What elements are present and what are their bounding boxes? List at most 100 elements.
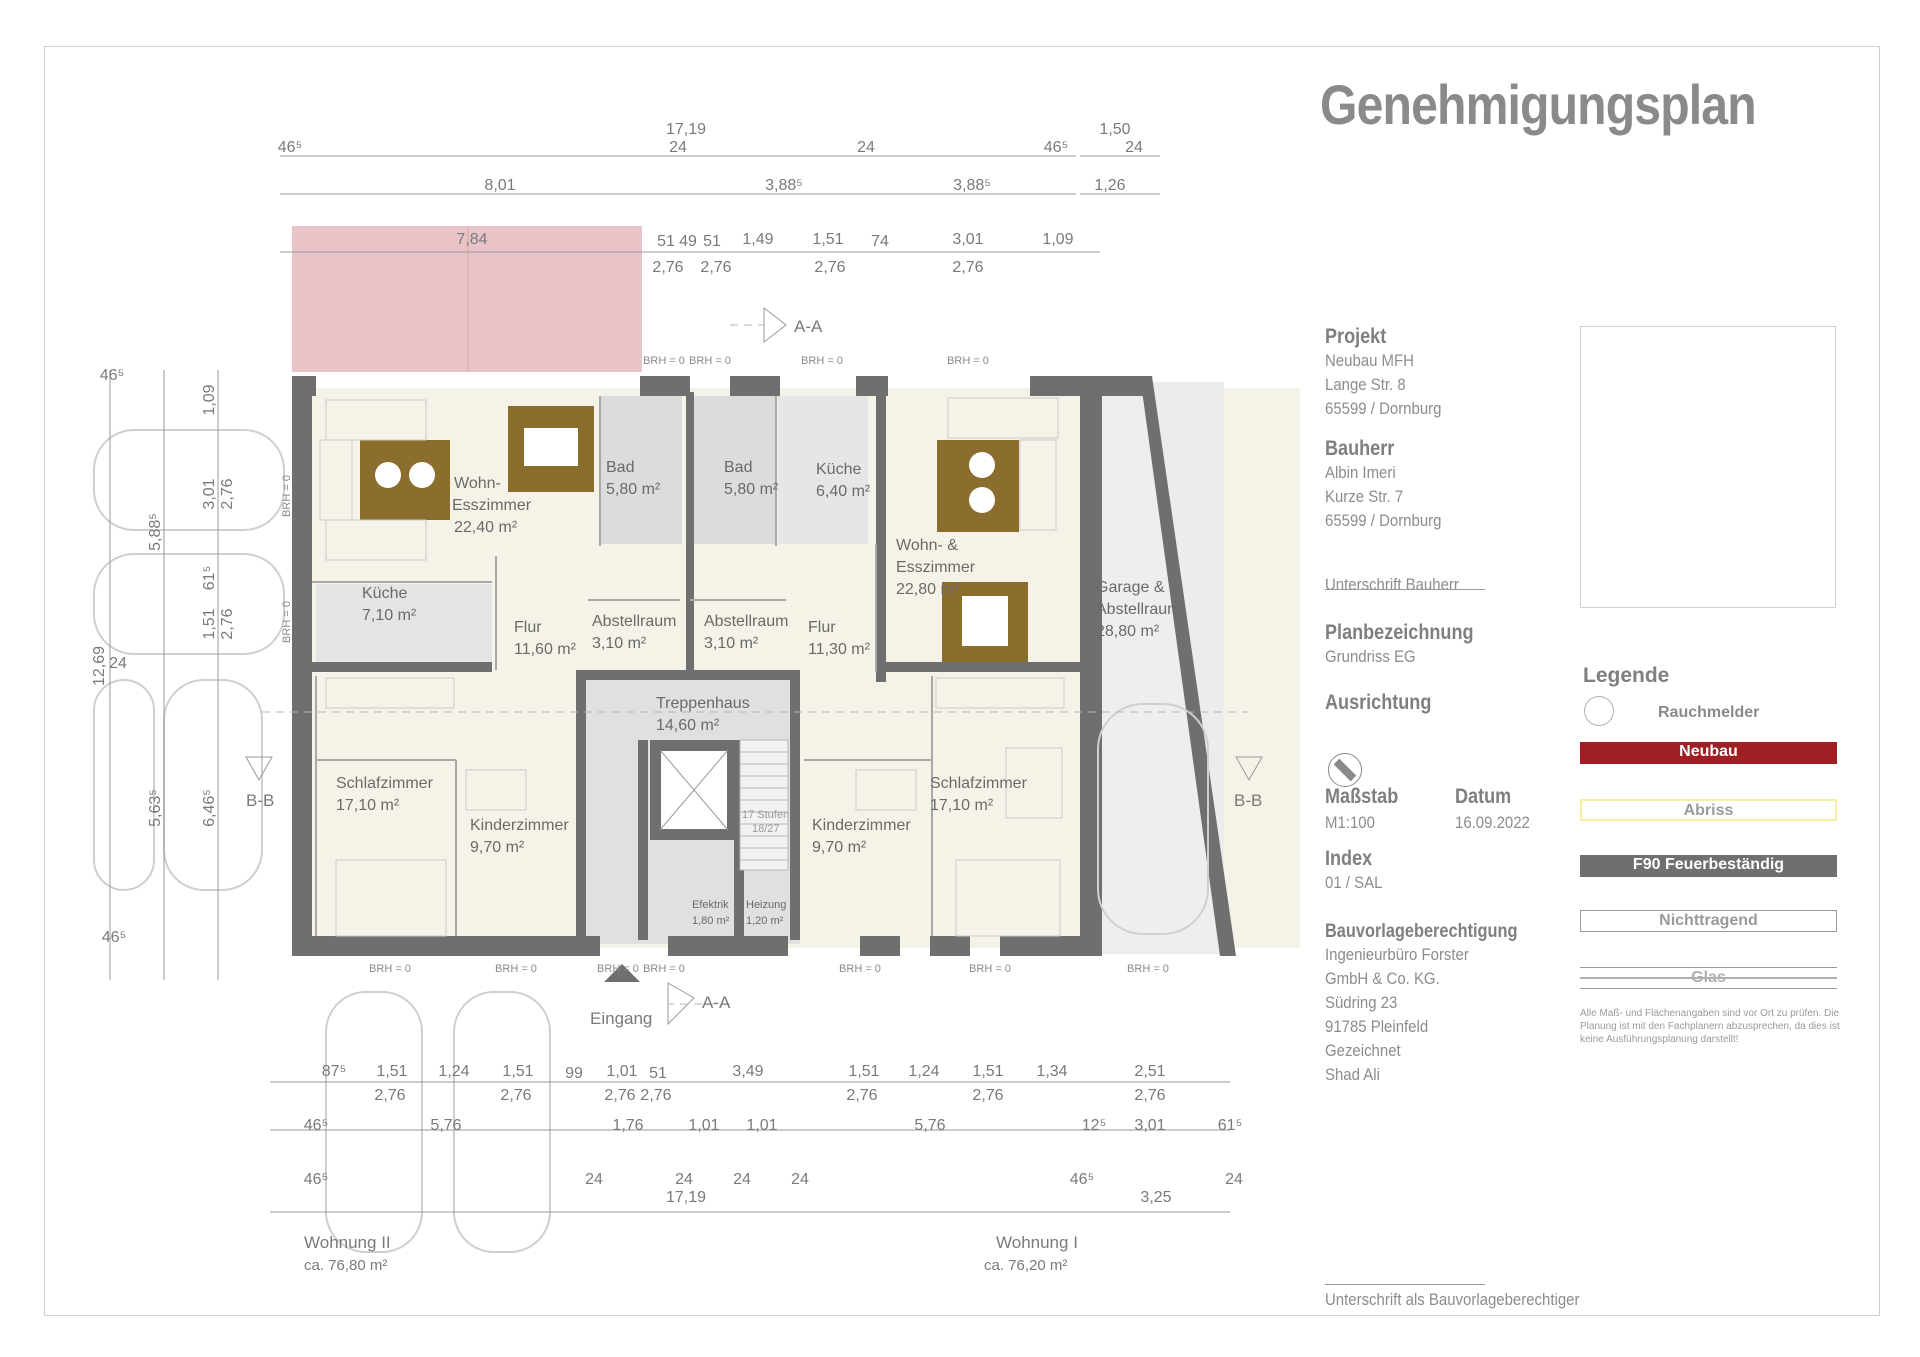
dim-bot-r3-1: 24 — [585, 1171, 603, 1188]
room-name: Efektrik — [692, 899, 729, 911]
brh-label: BRH = 0 — [369, 963, 411, 975]
dim-left-7: 2,76 — [219, 608, 236, 639]
brh-label: BRH = 0 — [643, 963, 685, 975]
room-name: Esszimmer — [896, 559, 976, 576]
project-line-2: Lange Str. 8 — [1325, 375, 1406, 394]
room-name: Küche — [362, 585, 407, 602]
dim-bot-r3-6: 24 — [1225, 1171, 1243, 1188]
dim-top-r2-0: 8,01 — [484, 177, 515, 194]
apartment2-area: ca. 76,80 m² — [304, 1257, 387, 1274]
legend-glass: Glas — [1580, 967, 1837, 989]
brh-label: BRH = 0 — [281, 475, 293, 517]
dim-bot-r2-4: 1,01 — [746, 1117, 777, 1134]
legend-heading: Legende — [1583, 664, 1670, 687]
dim-bot-r2-0: 46⁵ — [304, 1117, 328, 1134]
room-name: Schlafzimmer — [930, 775, 1028, 792]
section-bb-right: B-B — [1234, 791, 1262, 810]
dim-bot-r1-0: 87⁵ — [322, 1063, 346, 1080]
compass-icon — [1328, 753, 1362, 787]
project-heading: Projekt — [1325, 325, 1387, 348]
room-area: 14,60 m² — [656, 717, 720, 734]
room-name: Esszimmer — [452, 497, 532, 514]
client-line-3: 65599 / Dornburg — [1325, 511, 1442, 530]
furniture — [360, 406, 1028, 662]
room-area: 11,30 m² — [808, 641, 871, 658]
smoke-detector-icon — [1584, 696, 1614, 726]
legend-fire: F90 Feuerbeständig — [1580, 855, 1837, 877]
sheet-frame — [44, 46, 1880, 1316]
stairs — [739, 739, 789, 871]
dim-top-r1-1: 24 — [669, 139, 687, 156]
plan-heading: Planbezeichnung — [1325, 621, 1474, 644]
room-name: Abstellraum — [704, 613, 788, 630]
authority-signature-line — [1325, 1284, 1485, 1285]
dim-bottom-total: 17,19 — [666, 1189, 706, 1206]
project-line-1: Neubau MFH — [1325, 351, 1414, 370]
dim-top-r2-1: 3,88⁵ — [765, 177, 803, 194]
brh-label: BRH = 0 — [597, 963, 639, 975]
section-aa-bottom: A-A — [702, 993, 731, 1012]
dim-bot-r3-5: 46⁵ — [1070, 1171, 1094, 1188]
dim-bot-r1-10: 1,51 — [972, 1063, 1003, 1080]
dim-top-r3b-2: 2,76 — [814, 259, 845, 276]
legend-new: Neubau — [1580, 742, 1837, 764]
authority-line-5: Gezeichnet — [1325, 1041, 1401, 1060]
index-value: 01 / SAL — [1325, 873, 1383, 892]
dim-bot-r1-1: 1,51 — [376, 1063, 407, 1080]
dim-top-r2-3: 1,26 — [1094, 177, 1125, 194]
dim-top-r1-4: 24 — [1125, 139, 1143, 156]
room-area: 9,70 m² — [812, 839, 867, 856]
dim-left-8: 12,69 — [91, 646, 108, 686]
room-name: Heizung — [746, 899, 786, 911]
room-area: 5,80 m² — [724, 481, 779, 498]
authority-line-2: GmbH & Co. KG. — [1325, 969, 1440, 988]
dim-top-r3-1: 49 — [679, 233, 697, 250]
room-area: 17,10 m² — [336, 797, 400, 814]
dim-bot-r3-2: 24 — [675, 1171, 693, 1188]
terrace-area — [292, 226, 642, 372]
garage-floor — [1082, 378, 1232, 950]
dim-top-r3-4: 1,51 — [812, 231, 843, 248]
room-name: Abstellraum — [592, 613, 676, 630]
dim-bot-r2-7: 3,01 — [1134, 1117, 1165, 1134]
dim-bot-r1b-2: 2,76 — [604, 1087, 635, 1104]
dim-left-2: 3,01 — [201, 478, 218, 509]
room-area: 1,80 m² — [692, 915, 730, 927]
dim-bot-r3-4: 24 — [791, 1171, 809, 1188]
date-heading: Datum — [1455, 785, 1512, 808]
client-heading: Bauherr — [1325, 437, 1395, 460]
dim-left-1: 1,09 — [201, 384, 218, 415]
plan-value: Grundriss EG — [1325, 647, 1416, 666]
room-name: Kinderzimmer — [812, 817, 911, 834]
dim-left-10: 5,63⁵ — [147, 789, 164, 827]
room-area: 1,20 m² — [746, 915, 784, 927]
room-area: 5,80 m² — [606, 481, 661, 498]
room-name: Schlafzimmer — [336, 775, 434, 792]
legend-nonbearing: Nichttragend — [1580, 910, 1837, 932]
brh-label: BRH = 0 — [281, 601, 293, 643]
dim-bottom-right: 3,25 — [1140, 1189, 1171, 1206]
dim-top-r3-0: 51 — [657, 233, 675, 250]
room-area: 22,80 m² — [896, 581, 960, 598]
stairs-label: 17 Stufen — [742, 809, 789, 821]
apartment1-label: Wohnung I — [996, 1233, 1078, 1252]
room-name: Garage & — [1096, 579, 1165, 596]
room-area: 3,10 m² — [592, 635, 647, 652]
room-area: 11,60 m² — [514, 641, 577, 658]
dim-left-3: 2,76 — [219, 478, 236, 509]
brh-label: BRH = 0 — [689, 355, 731, 367]
dim-top-r3b-3: 2,76 — [952, 259, 983, 276]
dim-top-total: 17,19 — [666, 121, 706, 138]
dim-bot-r1-3: 1,51 — [502, 1063, 533, 1080]
authority-line-3: Südring 23 — [1325, 993, 1398, 1012]
brh-label: BRH = 0 — [839, 963, 881, 975]
entrance-label: Eingang — [590, 1009, 652, 1028]
dim-top-r3-6: 3,01 — [952, 231, 983, 248]
authority-line-1: Ingenieurbüro Forster — [1325, 945, 1469, 964]
section-aa-top: A-A — [794, 317, 823, 336]
brh-label: BRH = 0 — [1127, 963, 1169, 975]
dim-bot-r1-11: 1,34 — [1036, 1063, 1067, 1080]
dim-bot-r1-9: 1,24 — [908, 1063, 939, 1080]
entrance-marker — [604, 964, 640, 982]
dim-left-5: 61⁵ — [201, 566, 218, 590]
